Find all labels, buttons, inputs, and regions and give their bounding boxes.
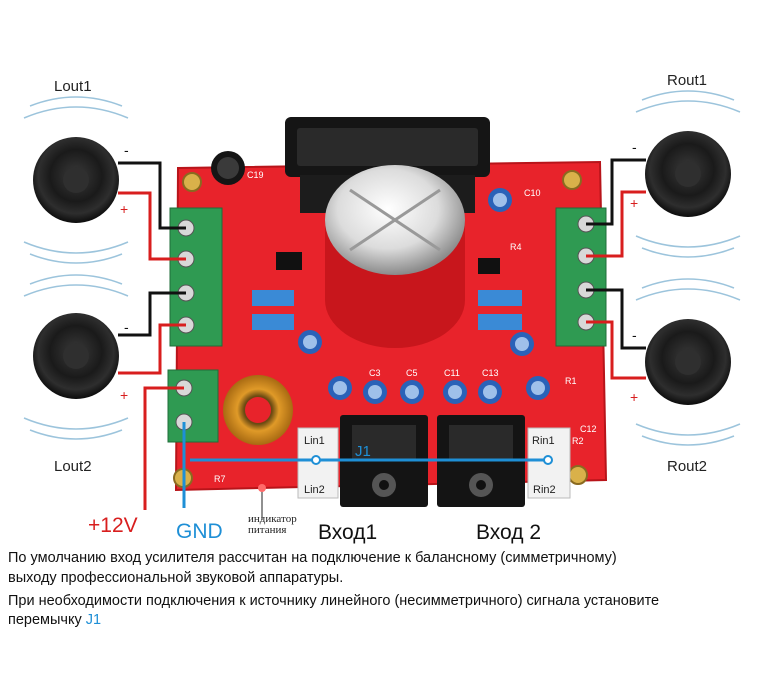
rout2-minus: - <box>632 327 637 343</box>
svg-text:R1: R1 <box>565 376 577 386</box>
j1-label: J1 <box>355 443 371 460</box>
speaker-rout2 <box>645 319 731 405</box>
jumper-node <box>311 455 321 465</box>
lout2-minus: - <box>124 319 129 335</box>
svg-text:C3: C3 <box>369 368 381 378</box>
small-capacitors <box>211 151 550 404</box>
plus12v-label: +12V <box>88 514 138 537</box>
note-jumper-j1: J1 <box>85 612 102 628</box>
lout1-minus: - <box>124 142 129 158</box>
mounting-screw <box>562 170 582 190</box>
mounting-screw <box>568 465 588 485</box>
speaker-lout1 <box>33 137 119 223</box>
note-line-4: перемычку J1 <box>8 611 101 630</box>
svg-text:C10: C10 <box>524 188 541 198</box>
input1-label: Вход1 <box>318 521 378 544</box>
left-output-terminal[interactable] <box>169 207 223 347</box>
note-jumper-prefix: перемычку <box>8 612 86 628</box>
film-capacitors <box>252 252 522 330</box>
speaker-rout1 <box>645 131 731 217</box>
power-led <box>258 484 266 492</box>
lout1-plus: + <box>120 201 128 217</box>
speaker-lout2 <box>33 313 119 399</box>
rout1-minus: - <box>632 139 637 155</box>
rout2-plus: + <box>630 389 638 405</box>
jumper-node <box>543 455 553 465</box>
svg-text:R7: R7 <box>214 474 226 484</box>
rin1-label: Rin1 <box>532 435 555 447</box>
svg-text:C13: C13 <box>482 368 499 378</box>
right-output-terminal[interactable] <box>555 207 607 347</box>
note-line-1: По умолчанию вход усилителя рассчитан на… <box>8 550 617 566</box>
svg-text:R4: R4 <box>510 242 522 252</box>
toroid-inductor <box>223 375 293 445</box>
lout2-plus: + <box>120 387 128 403</box>
gnd-label: GND <box>176 520 223 543</box>
main-capacitor <box>325 165 465 348</box>
mounting-screw <box>182 172 202 192</box>
svg-text:C5: C5 <box>406 368 418 378</box>
rout1-plus: + <box>630 195 638 211</box>
lout2-label: Lout2 <box>54 458 92 475</box>
svg-text:C19: C19 <box>247 170 264 180</box>
input2-label: Вход 2 <box>476 521 542 544</box>
power-indicator-label: индикатор питания <box>248 513 297 536</box>
svg-text:R2: R2 <box>572 436 584 446</box>
rin2-label: Rin2 <box>533 484 556 496</box>
lin2-label: Lin2 <box>304 484 325 496</box>
lin1-label: Lin1 <box>304 435 325 447</box>
silkscreen-labels: C19 C10 C3 C5 C11 C13 R4 R7 R1 R2 C12 <box>214 170 597 484</box>
sound-waves <box>23 90 741 446</box>
lout1-label: Lout1 <box>54 78 92 95</box>
svg-text:C11: C11 <box>444 368 460 378</box>
rout1-label: Rout1 <box>667 72 708 89</box>
svg-text:C12: C12 <box>580 424 597 434</box>
rout2-label: Rout2 <box>667 458 708 475</box>
power-terminal[interactable] <box>167 369 219 443</box>
heatsink <box>285 117 490 213</box>
note-line-2: выходу профессиональной звуковой аппарат… <box>8 570 344 586</box>
speaker-wires <box>118 158 646 380</box>
power-wires <box>143 386 186 510</box>
note-line-3: При необходимости подключения к источник… <box>8 593 660 609</box>
